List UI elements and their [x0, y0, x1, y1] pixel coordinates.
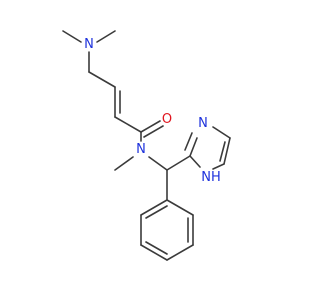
bond-ph-4-5-double: [145, 241, 168, 255]
atom-n-amide: N: [136, 142, 146, 157]
molecule-structure: N O N N NH: [62, 30, 231, 261]
bond-c5-n1: [212, 163, 225, 170]
bond-methyl1-n: [62, 30, 82, 43]
bond-ch-imidazole: [166, 155, 191, 171]
bond-c-o-1: [140, 120, 161, 133]
bond-ch-carbonyl: [114, 116, 142, 133]
atom-n-imidazole-ring: N: [198, 116, 208, 131]
bond-c2-n3: [189, 137, 198, 157]
bond-ph-1-2: [166, 199, 194, 216]
bond-n-ch: [148, 156, 168, 171]
bond-c4-c5: [223, 137, 231, 165]
bond-n-methyl2: [96, 30, 116, 43]
bonds: [62, 30, 231, 261]
bond-n3-c4: [212, 126, 231, 139]
atom-labels: N O N N NH: [84, 37, 221, 185]
bond-ch2-ch: [88, 71, 116, 88]
bond-ph-3-4: [166, 244, 194, 261]
bond-n1-c2: [189, 155, 201, 168]
bond-c2-n3-double: [184, 132, 193, 151]
atom-n-dimethylamino: N: [84, 37, 94, 52]
atom-o-carbonyl: O: [162, 112, 172, 127]
bond-c-o-2: [143, 125, 164, 138]
bond-ph-4-5: [140, 244, 168, 261]
bond-ph-6-1-double: [145, 205, 168, 219]
bond-n-methyl: [114, 156, 134, 171]
bond-c4-c5-double: [219, 141, 226, 162]
bond-ph-6-1: [140, 199, 168, 216]
atom-nh-imidazole: NH: [201, 170, 221, 185]
